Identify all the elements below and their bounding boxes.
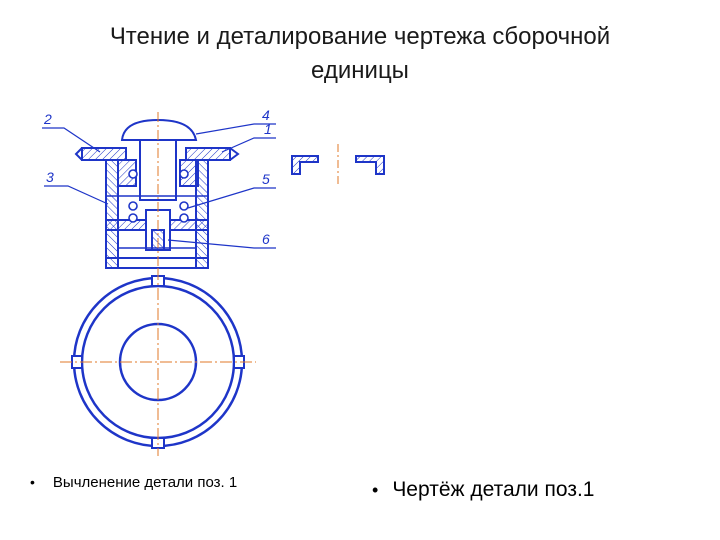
- slide-title: Чтение и деталирование чертежа сборочной…: [0, 20, 720, 88]
- title-line-1: Чтение и деталирование чертежа сборочной: [109, 23, 611, 50]
- bullet-dot: •: [372, 480, 379, 500]
- bullet-left: • Вычленение детали поз. 1: [30, 474, 237, 491]
- assembly-section: [74, 118, 240, 269]
- bullet-left-text: Вычленение детали поз. 1: [52, 474, 238, 491]
- callout-4: 4: [262, 107, 270, 123]
- spring-coils: [128, 169, 189, 223]
- callout-2: 2: [43, 111, 52, 127]
- callout-6: 6: [262, 231, 270, 247]
- body-bottom: [105, 257, 209, 269]
- bullet-right-text: Чертёж детали поз.1: [392, 478, 595, 501]
- title-line-2: единицы: [311, 57, 409, 84]
- ring-top-view: [60, 268, 256, 456]
- profile-right: [355, 155, 385, 175]
- flange-right-edge: [229, 147, 240, 161]
- flange-left-edge: [74, 147, 83, 161]
- bullet-dot: •: [30, 474, 35, 490]
- bullet-right: • Чертёж детали поз.1: [372, 478, 594, 502]
- flange-left: [81, 147, 127, 161]
- callout-3: 3: [46, 169, 54, 185]
- flange-right: [185, 147, 231, 161]
- button-cap: [120, 118, 198, 141]
- callout-1: 1: [264, 121, 272, 137]
- profile-left: [291, 155, 319, 175]
- body-wall-left: [105, 159, 119, 269]
- extracted-part-profiles: [291, 155, 385, 175]
- leader-lines: [42, 123, 276, 249]
- callout-5: 5: [262, 171, 270, 187]
